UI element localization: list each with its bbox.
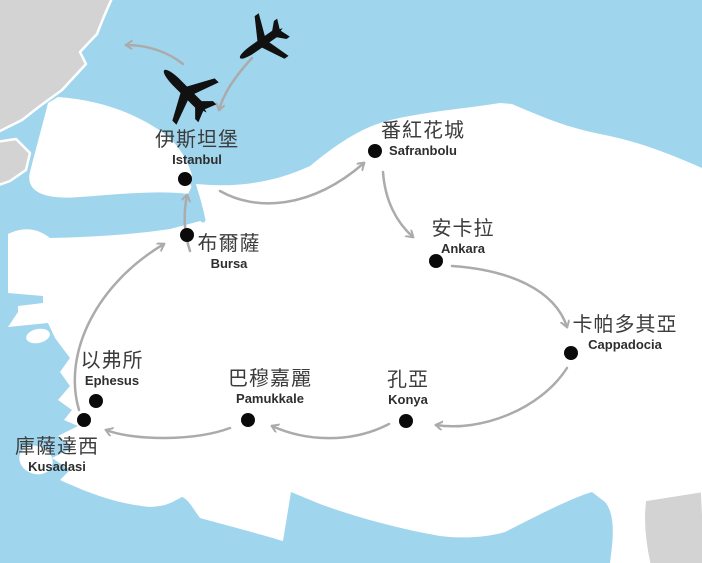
route-arrow-flight-arrival bbox=[219, 56, 254, 110]
landmass-thrace bbox=[29, 97, 194, 198]
route-arrow-konya-pamukkale bbox=[272, 422, 391, 440]
aegean-island-north bbox=[26, 328, 50, 344]
aegean-island-south bbox=[19, 445, 53, 475]
airplane-icon-plane-inbound bbox=[239, 13, 290, 59]
bosphorus-strait bbox=[188, 175, 206, 223]
airplane-icon-plane-outbound bbox=[163, 69, 219, 125]
landmass-greece bbox=[0, 137, 32, 186]
landmass-syria bbox=[642, 489, 702, 563]
route-arrow-istanbul-safranbolu bbox=[218, 163, 364, 205]
route-arrow-safranbolu-ankara bbox=[381, 170, 413, 237]
route-arrow-bursa-istanbul bbox=[185, 195, 192, 253]
route-arrow-ankara-cappadocia bbox=[450, 264, 567, 327]
landmass-balkans bbox=[0, 0, 113, 133]
route-arrow-flight-departure bbox=[126, 45, 185, 66]
landmass-anatolia bbox=[8, 103, 702, 563]
route-arrow-cappadocia-konya bbox=[436, 366, 569, 426]
route-arrow-pamukkale-kusadasi bbox=[106, 426, 232, 440]
planes bbox=[163, 13, 290, 125]
route-arrow-kusadasi-bursa bbox=[73, 244, 164, 412]
route-arrows bbox=[73, 45, 569, 440]
